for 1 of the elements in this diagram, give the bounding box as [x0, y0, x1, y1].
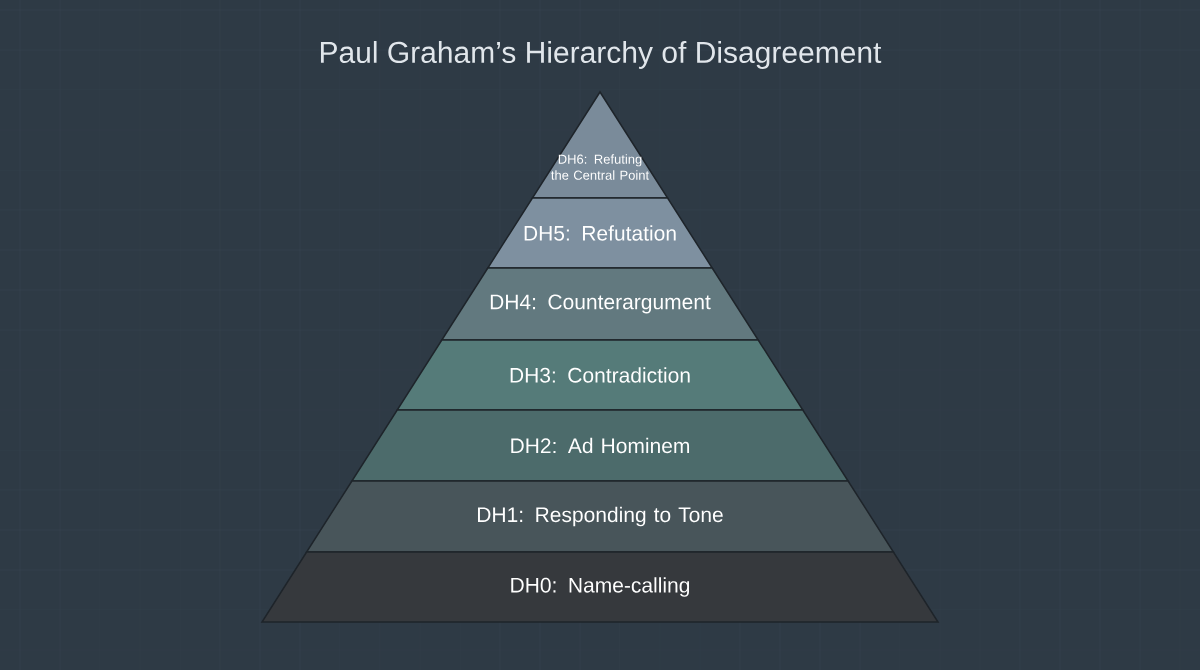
title: Paul Graham’s Hierarchy of Disagreement: [320, 41, 882, 69]
